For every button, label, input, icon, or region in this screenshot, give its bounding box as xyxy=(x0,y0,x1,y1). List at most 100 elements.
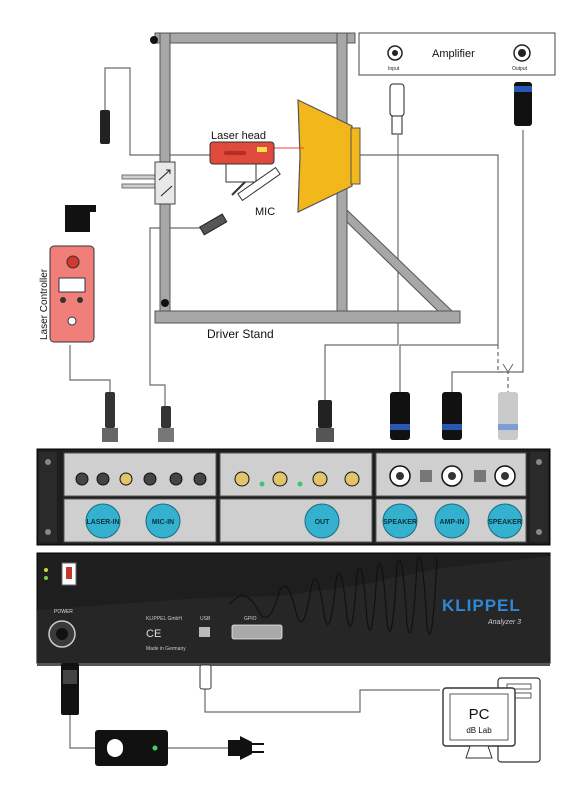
rack-button-amp-in[interactable]: AMP-IN xyxy=(434,503,470,539)
plug-laser-in-end xyxy=(102,428,118,442)
analyzer-foot-left xyxy=(37,663,550,666)
cable-speaker-terminal xyxy=(357,154,499,345)
analyzer-company: KLIPPEL GmbH xyxy=(146,616,182,622)
cable-amp-input-out xyxy=(324,135,399,405)
connector-1a xyxy=(75,472,89,486)
amplifier: Amplifier Input Output xyxy=(358,32,556,135)
plug-laser-in xyxy=(105,392,115,428)
mic-connector xyxy=(199,213,228,236)
laser-mount xyxy=(225,163,257,183)
laser-head-label: Laser head xyxy=(211,130,266,142)
laser-head: Laser head xyxy=(209,130,275,165)
rack-screw-tl xyxy=(45,459,51,465)
speaker-2-button[interactable] xyxy=(487,503,523,539)
module-2-bottom xyxy=(219,498,373,543)
analyzer-3: POWER KLIPPEL GmbH CE Made in Germany US… xyxy=(36,552,551,666)
plug-speaker-1-band xyxy=(390,424,410,430)
analyzer-usb-port xyxy=(199,627,210,637)
cable-controller-top xyxy=(104,67,131,110)
plug-out xyxy=(318,400,332,428)
mic-in-label: MIC-IN xyxy=(152,519,174,526)
driver-stand-label: Driver Stand xyxy=(207,327,274,341)
power-plug-grip xyxy=(63,670,77,684)
speaker-magnet xyxy=(350,127,361,185)
rack-button-out[interactable]: OUT xyxy=(304,503,340,539)
rack-ear-right xyxy=(530,452,548,542)
rack-screw-br xyxy=(536,529,542,535)
mic-in-button[interactable] xyxy=(145,503,181,539)
laser-head-slot xyxy=(224,151,246,155)
rack-front-panel: LASER-IN MIC-IN OUT SPEAKER AMP-IN SPEAK… xyxy=(36,448,551,546)
controller-display xyxy=(58,277,86,293)
stand-slider-arrow-icon xyxy=(158,169,173,197)
module-2-connectors xyxy=(234,471,360,487)
analyzer-lower-panel xyxy=(37,556,550,663)
rack-ear-left xyxy=(39,452,57,542)
stand-bolt-bottom-icon xyxy=(161,299,169,307)
amp-input-label: Input xyxy=(388,66,400,72)
controller-cable-top-plug xyxy=(100,110,110,144)
plug-speaker-2 xyxy=(498,392,518,440)
connector-2b xyxy=(272,471,288,487)
led-2a xyxy=(259,481,265,487)
speaker-1-label: SPEAKER xyxy=(383,519,417,526)
cable-mic-to-rack xyxy=(149,227,205,420)
analyzer-model: Analyzer 3 xyxy=(487,619,521,626)
cable-usb-to-pc xyxy=(204,688,440,713)
pc-screen xyxy=(449,693,509,741)
plug-mic-in xyxy=(161,406,171,428)
power-supply-brick xyxy=(95,730,168,766)
pc-sublabel: dB Lab xyxy=(466,726,492,735)
analyzer-made-in: Made in Germany xyxy=(146,646,186,652)
analyzer-power-switch-rocker xyxy=(66,567,72,579)
connector-1e xyxy=(169,472,183,486)
module-1-connectors xyxy=(75,472,207,486)
stand-slider-rail-2 xyxy=(121,183,161,189)
cable-controller-to-rack xyxy=(69,345,111,400)
stand-base xyxy=(154,310,461,324)
amp-speakon-band xyxy=(514,86,532,92)
pc-monitor-stand xyxy=(465,745,493,759)
amp-in-label: AMP-IN xyxy=(440,519,465,526)
rack-button-speaker-2[interactable]: SPEAKER xyxy=(487,503,523,539)
analyzer-gpio-label: GPIO xyxy=(244,616,257,622)
amp-in-button[interactable] xyxy=(434,503,470,539)
power-supply-slot xyxy=(107,739,123,757)
connector-1d xyxy=(143,472,157,486)
cable-speaker2-dashed xyxy=(497,345,509,392)
driver-stand xyxy=(121,32,461,324)
plug-speaker-2-band xyxy=(498,424,518,430)
analyzer-ce-mark: CE xyxy=(146,628,161,640)
plug-amp-in xyxy=(442,392,462,440)
stand-brace xyxy=(346,208,454,312)
cable-speaker1-rack xyxy=(399,344,498,392)
analyzer-led-2 xyxy=(44,576,48,580)
out-button[interactable] xyxy=(304,503,340,539)
laser-in-label: LASER-IN xyxy=(86,519,119,526)
amp-speakon-plug xyxy=(514,82,532,126)
mains-plug-icon xyxy=(228,736,252,760)
rack-screw-bl xyxy=(45,529,51,535)
analyzer-led-1 xyxy=(44,568,48,572)
connector-3c-inner xyxy=(501,472,509,480)
switch-3b xyxy=(474,470,486,482)
connector-1f xyxy=(193,472,207,486)
controller-knob xyxy=(66,255,80,269)
rack-button-mic-in[interactable]: MIC-IN xyxy=(145,503,181,539)
connector-3a-inner xyxy=(396,472,404,480)
rack-button-laser-in[interactable]: LASER-IN xyxy=(85,503,121,539)
power-supply-assembly xyxy=(61,663,264,766)
speaker-1-button[interactable] xyxy=(382,503,418,539)
laser-head-lens xyxy=(257,147,267,152)
laser-in-button[interactable] xyxy=(85,503,121,539)
analyzer-brand: KLIPPEL xyxy=(442,596,521,615)
rack-button-speaker-1[interactable]: SPEAKER xyxy=(382,503,418,539)
out-label: OUT xyxy=(315,519,331,526)
amp-output-jack-center xyxy=(518,49,526,57)
plug-amp-in-band xyxy=(442,424,462,430)
plug-speaker-1 xyxy=(390,392,410,440)
switch-3a xyxy=(420,470,432,482)
stand-slider-rail xyxy=(121,174,161,180)
analyzer-gpio-port xyxy=(231,624,283,640)
